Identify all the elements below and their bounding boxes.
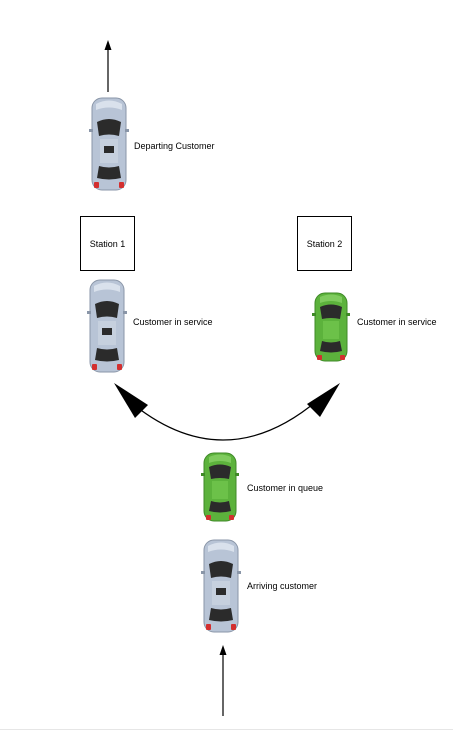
departing-customer-label: Departing Customer xyxy=(134,141,215,151)
departing-car-icon xyxy=(88,97,130,191)
station-2-label: Station 2 xyxy=(306,238,343,249)
departure-arrow xyxy=(104,40,112,92)
station2-service-label: Customer in service xyxy=(357,317,437,327)
queue-customer-label: Customer in queue xyxy=(247,483,324,493)
station-1-label: Station 1 xyxy=(89,238,126,249)
station-1-box: Station 1 xyxy=(80,216,135,271)
station2-car-icon xyxy=(311,292,351,362)
arriving-car-icon xyxy=(200,539,242,633)
queue-car-icon xyxy=(200,452,240,522)
bottom-divider xyxy=(0,729,453,730)
station1-service-label: Customer in service xyxy=(133,317,213,327)
arrival-arrow xyxy=(219,645,227,716)
routing-arc-arrow xyxy=(114,383,340,441)
station-2-box: Station 2 xyxy=(297,216,352,271)
arriving-customer-label: Arriving customer xyxy=(247,581,318,591)
station1-car-icon xyxy=(86,279,128,373)
